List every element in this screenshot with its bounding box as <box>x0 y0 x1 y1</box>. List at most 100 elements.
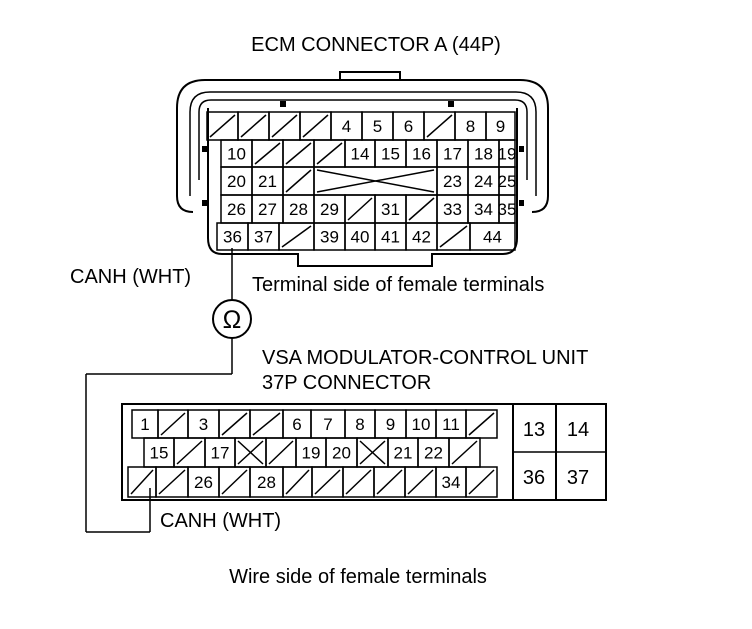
ecm-pin-cell: 25 <box>498 166 516 196</box>
ecm-pin-cell: 42 <box>405 222 438 251</box>
vsa-pin-cell: 11 <box>435 409 467 439</box>
vsa-side-pin: 13 <box>523 419 545 441</box>
pin-number: 21 <box>258 172 277 191</box>
wire-label-top: CANH (WHT) <box>70 266 191 288</box>
ecm-pin-cell <box>237 111 270 141</box>
pin-number: 19 <box>498 145 517 164</box>
wire-label-bottom: CANH (WHT) <box>160 510 281 532</box>
ecm-pin-cell: 23 <box>436 166 469 196</box>
ecm-pin-cell: 6 <box>392 111 425 141</box>
vsa-pin-cell <box>127 466 157 498</box>
pin-number: 9 <box>386 415 395 434</box>
pin-number: 1 <box>140 415 149 434</box>
pin-number: 6 <box>292 415 301 434</box>
ecm-pin-cell: 27 <box>251 194 284 224</box>
ohmmeter-symbol: Ω <box>212 299 252 339</box>
vsa-pin-cell <box>234 437 267 468</box>
vsa-pin-cell <box>448 437 481 468</box>
ecm-pin-cell: 10 <box>220 139 253 168</box>
ecm-side-label: Terminal side of female terminals <box>252 274 544 296</box>
pin-number: 41 <box>381 228 400 247</box>
ecm-pin-cell: 41 <box>374 222 407 251</box>
ohm-icon: Ω <box>223 306 242 334</box>
vsa-pin-cell <box>155 466 189 498</box>
vsa-pin-cell <box>404 466 437 498</box>
vsa-pin-cell <box>356 437 389 468</box>
vsa-pin-cell: 3 <box>187 409 220 439</box>
ecm-pin-cell: 15 <box>374 139 407 168</box>
pin-number: 20 <box>332 444 351 463</box>
ecm-pin-cell: 35 <box>498 194 517 224</box>
pin-number: 7 <box>323 415 332 434</box>
ecm-pin-cell <box>251 139 284 168</box>
pin-number: 28 <box>257 473 276 492</box>
pin-number: 39 <box>320 228 339 247</box>
vsa-pin-cell <box>265 437 297 468</box>
ecm-pin-cell <box>282 166 315 196</box>
ecm-blocked-cavity <box>313 166 438 196</box>
vsa-side-label: Wire side of female terminals <box>229 566 487 588</box>
ecm-pin-cell <box>299 111 332 141</box>
vsa-pin-cell: 28 <box>249 466 284 498</box>
vsa-pin-cell <box>157 409 189 439</box>
vsa-pin-cell <box>342 466 375 498</box>
pin-number: 10 <box>227 145 246 164</box>
vsa-side-pin: 37 <box>567 467 589 489</box>
ecm-pin-cell: 5 <box>361 111 394 141</box>
pin-number: 16 <box>412 145 431 164</box>
ecm-pin-cell: 39 <box>313 222 346 251</box>
pin-number: 28 <box>289 200 308 219</box>
pin-number: 8 <box>466 117 475 136</box>
ecm-pin-cell: 9 <box>485 111 516 141</box>
vsa-pin-cell <box>218 409 251 439</box>
pin-number: 26 <box>227 200 246 219</box>
vsa-pin-cell: 17 <box>204 437 236 468</box>
vsa-pin-cell: 7 <box>310 409 346 439</box>
vsa-pin-cell <box>173 437 206 468</box>
ecm-pin-cell: 17 <box>436 139 469 168</box>
ecm-pin-cell: 4 <box>330 111 363 141</box>
ecm-pin-cell: 36 <box>216 222 249 251</box>
pin-number: 27 <box>258 200 277 219</box>
ecm-pin-cell: 21 <box>251 166 284 196</box>
ecm-pin-cell: 19 <box>498 139 517 168</box>
pin-number: 31 <box>381 200 400 219</box>
vsa-pin-cell: 6 <box>282 409 312 439</box>
ecm-pin-cell <box>436 222 471 251</box>
pin-number: 40 <box>351 228 370 247</box>
ecm-pin-cell: 37 <box>247 222 280 251</box>
pin-number: 10 <box>412 415 431 434</box>
pin-number: 21 <box>394 444 413 463</box>
ecm-pin-cell <box>313 139 346 168</box>
vsa-pin-cell <box>249 409 284 439</box>
pin-number: 11 <box>442 415 460 434</box>
vsa-pin-cell: 20 <box>325 437 358 468</box>
pin-number: 35 <box>498 200 517 219</box>
ecm-pin-cell: 29 <box>313 194 346 224</box>
pin-number: 9 <box>496 117 505 136</box>
pin-number: 26 <box>194 473 213 492</box>
vsa-pin-cell: 26 <box>187 466 220 498</box>
ecm-pin-cell: 26 <box>220 194 253 224</box>
vsa-title-line1: VSA MODULATOR-CONTROL UNIT <box>262 347 588 369</box>
vsa-pin-cell <box>282 466 313 498</box>
vsa-connector-housing <box>121 403 607 501</box>
ecm-pin-cell: 31 <box>374 194 407 224</box>
ecm-pin-cell: 8 <box>454 111 487 141</box>
pin-number: 36 <box>223 228 242 247</box>
vsa-side-pin: 36 <box>523 467 545 489</box>
vsa-pin-cell <box>311 466 344 498</box>
ecm-pin-cell <box>423 111 456 141</box>
pin-number: 23 <box>443 172 462 191</box>
vsa-pin-cell: 1 <box>131 409 159 439</box>
pin-number: 37 <box>254 228 273 247</box>
vsa-pin-cell <box>218 466 251 498</box>
pin-number: 42 <box>412 228 431 247</box>
vsa-side-pin: 14 <box>567 419 589 441</box>
ecm-pin-cell: 28 <box>282 194 315 224</box>
ecm-pin-cell <box>268 111 301 141</box>
pin-number: 14 <box>351 145 370 164</box>
pin-number: 17 <box>211 444 230 463</box>
